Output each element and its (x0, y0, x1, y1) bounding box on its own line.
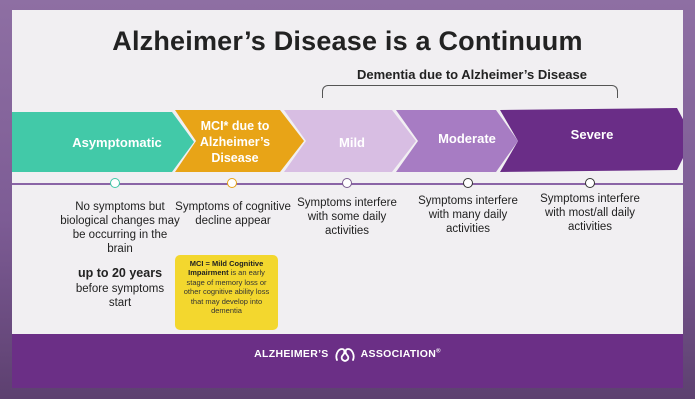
stage-label-mild: Mild (339, 135, 365, 150)
mci-definition-note: MCI = Mild Cognitive Impairment is an ea… (175, 255, 278, 330)
desc-mci: Symptoms of cognitive decline appear (175, 201, 291, 227)
stage-arrow-mild (284, 110, 416, 172)
dementia-label: Dementia due to Alzheimer’s Disease (357, 67, 587, 82)
stage-label-asymptomatic: Asymptomatic (72, 135, 162, 150)
desc-severe: Symptoms interfere with most/all daily a… (540, 193, 640, 233)
stage-label-moderate: Moderate (438, 131, 496, 146)
slide: Alzheimer’s Disease is a Continuum Demen… (12, 10, 683, 388)
stage-arrow-moderate (396, 110, 518, 172)
stage-label-severe: Severe (570, 127, 614, 142)
dementia-bracket (322, 85, 618, 98)
mci-note-text: is an early stage of memory loss or othe… (183, 268, 270, 316)
desc-mild: Symptoms interfere with some daily activ… (297, 197, 397, 237)
stage-arrow-mci (175, 110, 304, 172)
timeline-dot-moderate (463, 178, 473, 188)
stage-label-mci: MCI* due to Alzheimer’s Disease (199, 119, 271, 165)
association-symbol-icon (335, 348, 355, 362)
desc-asymptomatic: No symptoms but biological changes may b… (60, 201, 180, 255)
logo-text-right: ASSOCIATION (360, 347, 437, 360)
desc-moderate: Symptoms interfere with many daily activ… (418, 195, 518, 235)
timeline-dot-asymptomatic (110, 178, 120, 188)
years-highlight: up to 20 years (77, 266, 163, 280)
mci-note-bold: MCI = Mild Cognitive Impairment (188, 259, 264, 278)
stage-arrows (12, 108, 683, 172)
timeline-dot-severe (585, 178, 595, 188)
footer-bar: ALZHEIMER’S ASSOCIATION® (12, 334, 683, 388)
timeline-dot-mild (342, 178, 352, 188)
years-subtext: before symptoms start (75, 283, 165, 309)
trademark-mark: ® (436, 348, 441, 355)
stage-arrow-asymptomatic (12, 112, 194, 172)
association-logo: ALZHEIMER’S ASSOCIATION® (12, 345, 683, 363)
stage-arrow-severe (500, 108, 683, 172)
logo-text-left: ALZHEIMER’S (254, 347, 329, 360)
timeline-dot-mci (227, 178, 237, 188)
slide-title: Alzheimer’s Disease is a Continuum (112, 26, 583, 56)
